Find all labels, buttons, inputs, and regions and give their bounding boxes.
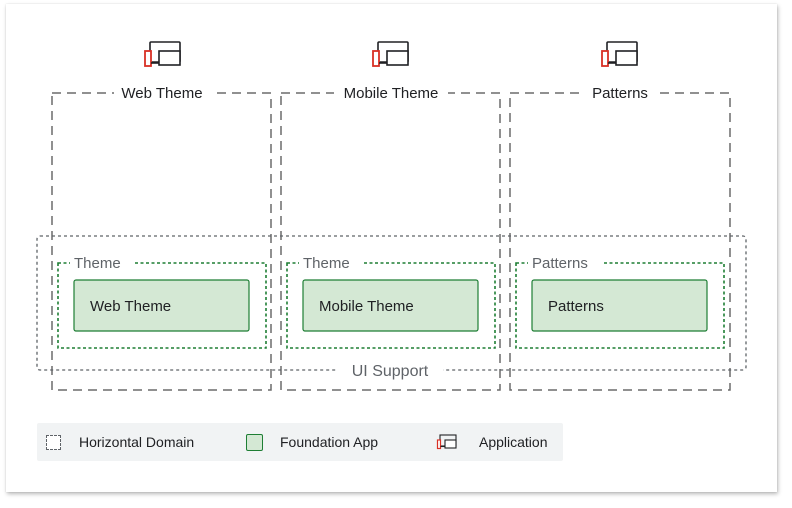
horizontal-domain-swatch [46,434,61,450]
application-patterns: Patterns [509,41,731,391]
application-icon [436,434,457,450]
application-mobile-theme: Mobile Theme [280,41,501,391]
application-title: Mobile Theme [344,85,439,102]
application-boundary [509,92,731,391]
application-boundary [280,92,501,391]
legend-label: Application [479,434,548,450]
horizontal-domain-ui-support: UI Support [36,235,747,380]
foundation-app-label: Patterns [548,298,604,315]
foundation-group-boundary [57,262,267,349]
foundation-app-label: Mobile Theme [319,298,414,315]
application-boundary [51,92,272,391]
legend-label: Horizontal Domain [79,434,195,450]
legend-item-application: Application [436,423,548,461]
application-icon [144,41,181,67]
foundation-group-patterns: Patterns Patterns [515,254,725,349]
foundation-group-web-theme: Theme Web Theme [57,254,267,349]
application-title: Patterns [592,85,648,102]
horizontal-domain-title: UI Support [352,363,429,380]
foundation-app [73,279,250,332]
application-icon [372,41,409,67]
foundation-group-boundary [286,262,496,349]
legend-label: Foundation App [280,434,379,450]
legend-item-foundation-app: Foundation App [246,423,378,461]
foundation-app-label: Web Theme [90,298,171,315]
foundation-group-mobile-theme: Theme Mobile Theme [286,254,496,349]
foundation-group-label: Patterns [532,255,588,272]
foundation-group-label: Theme [303,255,350,272]
foundation-app [531,279,708,332]
foundation-app-swatch [246,433,263,451]
application-icon [601,41,638,67]
application-title: Web Theme [121,85,202,102]
legend: Horizontal Domain Foundation App Applica… [37,423,563,461]
foundation-app [302,279,479,332]
foundation-group-boundary [515,262,725,349]
foundation-group-label: Theme [74,255,121,272]
application-web-theme: Web Theme [51,41,272,391]
legend-item-horizontal-domain: Horizontal Domain [46,423,194,461]
